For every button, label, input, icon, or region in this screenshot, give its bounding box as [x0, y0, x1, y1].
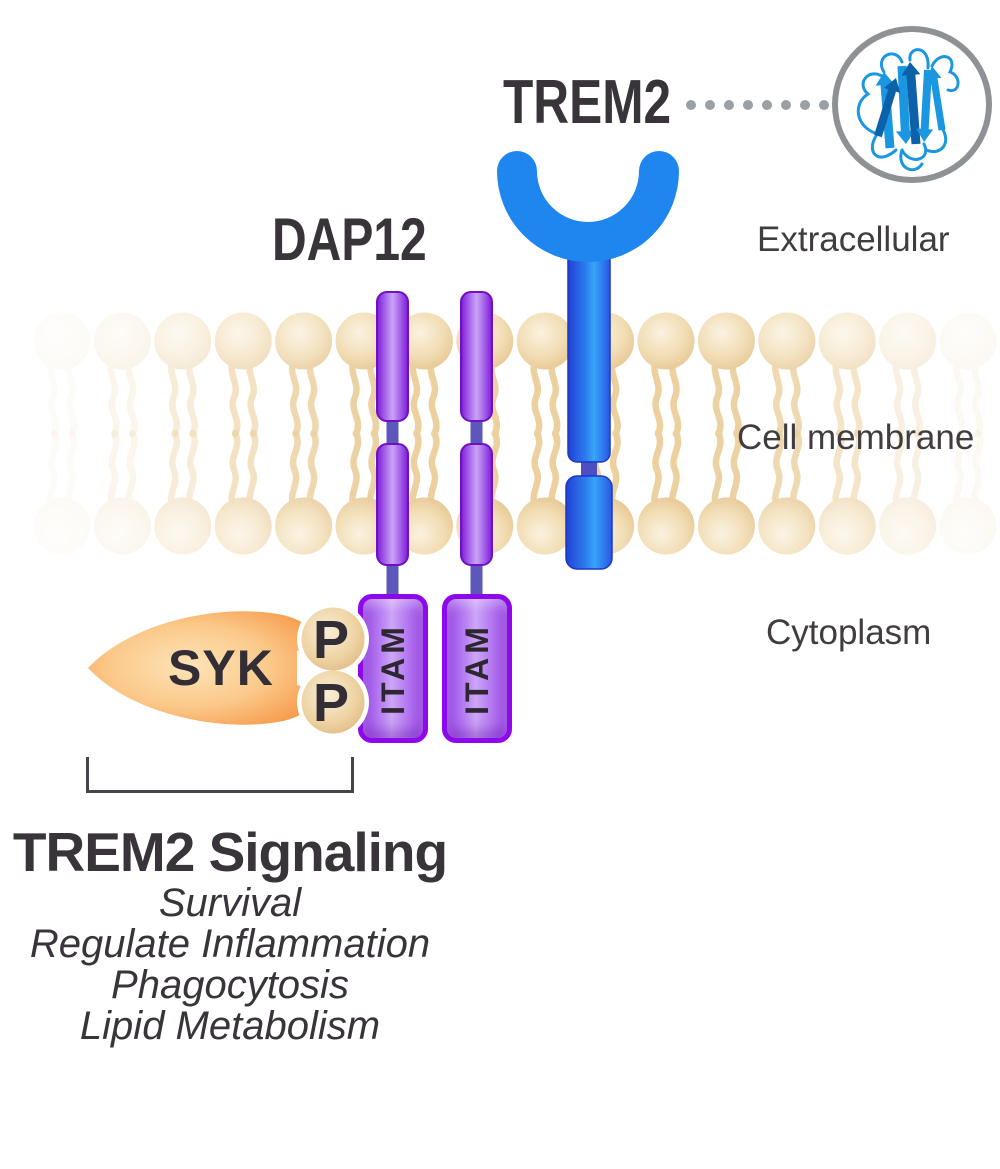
dot	[705, 100, 715, 110]
dot	[724, 100, 734, 110]
phosphate-label: P	[313, 673, 349, 733]
trem2-stalk-upper	[567, 227, 611, 463]
dot	[762, 100, 772, 110]
dot	[743, 100, 753, 110]
signaling-function: Phagocytosis	[111, 962, 349, 1007]
dap12-helix-right	[460, 291, 493, 600]
signaling-summary: TREM2 Signaling Survival Regulate Inflam…	[4, 822, 456, 1047]
protein-ribbon-icon	[856, 48, 960, 172]
itam-label: ITAM	[459, 622, 495, 715]
cell-membrane-bilayer	[33, 312, 997, 555]
dot	[800, 100, 810, 110]
itam-label: ITAM	[375, 622, 411, 715]
cell-membrane-label: Cell membrane	[737, 418, 975, 457]
syk-label: SYK	[168, 640, 274, 696]
trem2-stalk-lower	[565, 475, 613, 570]
dotted-line	[686, 100, 829, 110]
signaling-title: TREM2 Signaling	[12, 821, 448, 883]
dot	[819, 100, 829, 110]
phosphate-circle-bottom	[301, 670, 365, 734]
itam-domain-right: ITAM	[442, 594, 512, 743]
trem2-protein-structure-icon	[832, 26, 992, 183]
dot	[781, 100, 791, 110]
phosphate-label: P	[313, 610, 349, 670]
syk-kinase-group: SYK P P	[88, 603, 369, 738]
syk-body	[88, 611, 314, 725]
dap12-title: DAP12	[272, 206, 427, 273]
signaling-function: Lipid Metabolism	[79, 1004, 381, 1049]
dap12-helix-left	[376, 291, 409, 600]
signaling-bracket	[86, 757, 354, 793]
cytoplasm-label: Cytoplasm	[766, 613, 932, 652]
trem2-receptor	[497, 151, 679, 570]
itam-domain-left: ITAM	[358, 594, 428, 743]
dap12-transmembrane-helices	[376, 291, 493, 600]
dot	[686, 100, 696, 110]
trem2-ligand-binding-domain	[497, 151, 679, 262]
extracellular-label: Extracellular	[757, 220, 950, 259]
signaling-function: Survival	[158, 880, 302, 925]
signaling-function: Regulate Inflammation	[29, 921, 431, 966]
trem2-title: TREM2	[503, 68, 672, 137]
phosphate-circle-top	[301, 607, 365, 671]
